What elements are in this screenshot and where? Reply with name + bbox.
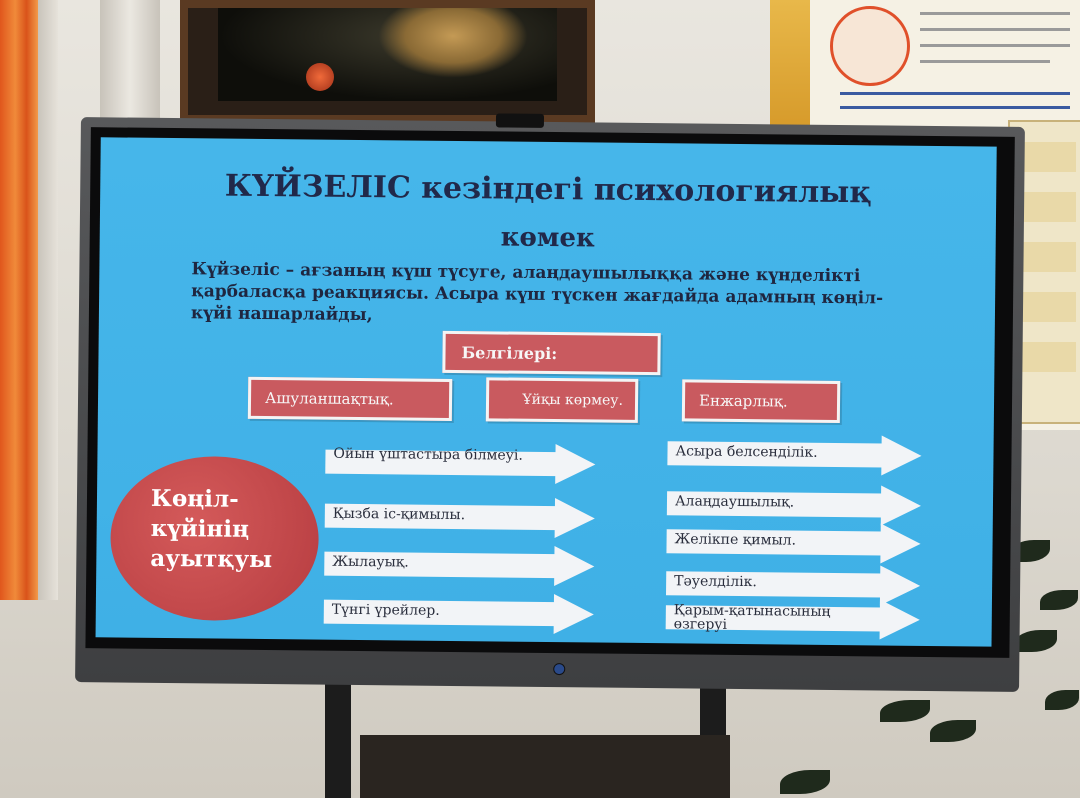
- arrow-item: Түнгі үрейлер.: [323, 592, 595, 635]
- arrow-item: Желікпе қимыл.: [666, 521, 921, 564]
- sign-box-insomnia: Ұйқы көрмеу.: [485, 377, 639, 423]
- sign-box-irritability: Ашуланшақтық.: [247, 376, 453, 421]
- sign-box-apathy: Енжарлық.: [681, 379, 841, 424]
- slide-screen: КҮЙЗЕЛІС кезіндегі психологиялық көмек К…: [95, 137, 997, 647]
- arrow-label: Тәуелділік.: [674, 573, 757, 591]
- arrow-label: Қызба іс-қимылы.: [332, 505, 466, 524]
- floor-cabinet: [360, 735, 730, 798]
- webcam: [495, 113, 545, 128]
- arrow-label: Жылауық.: [332, 553, 409, 571]
- plant-leaf: [930, 720, 976, 742]
- slide-intro: Күйзеліс – ағзаның күш түсуге, алаңдаушы…: [190, 259, 884, 326]
- interactive-display: КҮЙЗЕЛІС кезіндегі психологиялық көмек К…: [75, 113, 1025, 692]
- poster-row: [1016, 292, 1076, 322]
- poster-text-line: [920, 12, 1070, 15]
- mood-swings-circle: Көңіл-күйінің ауытқуы: [109, 455, 320, 622]
- poster-stripe: [770, 0, 810, 130]
- window-frame: [38, 0, 58, 600]
- red-sun: [306, 63, 334, 91]
- arrow-label: Ойын үштастыра білмеуі.: [333, 445, 523, 464]
- arrow-item: Алаңдаушылық.: [666, 483, 922, 526]
- plant-leaf: [1040, 590, 1078, 610]
- signs-label-box: Белгілері:: [442, 330, 661, 376]
- plant-leaf: [1045, 690, 1079, 710]
- arrow-item: Ойын үштастыра білмеуі.: [325, 442, 596, 485]
- poster-row: [1016, 142, 1076, 172]
- arrow-item: Асыра белсенділік.: [667, 433, 922, 476]
- poster-row: [1016, 242, 1076, 272]
- wall-pillar: [100, 0, 160, 130]
- poster-row: [1016, 342, 1076, 372]
- framed-painting: [180, 0, 595, 123]
- arrow-label: Алаңдаушылық.: [674, 493, 795, 511]
- painting-canvas: [218, 8, 557, 101]
- arrow-label: Қарым-қатынасының өзгеруі: [673, 602, 831, 633]
- plant-leaf: [1015, 630, 1057, 652]
- orange-curtain: [0, 0, 38, 600]
- power-indicator: [553, 663, 566, 676]
- arrow-label: Асыра белсенділік.: [675, 443, 818, 461]
- slide-title: КҮЙЗЕЛІС кезіндегі психологиялық: [224, 168, 872, 211]
- plant-leaf: [880, 700, 930, 722]
- slide-title-line2: көмек: [500, 222, 595, 254]
- poster-text-line: [840, 92, 1070, 95]
- poster-text-line: [920, 60, 1050, 63]
- poster-row: [1016, 192, 1076, 222]
- poster-text-line: [920, 44, 1070, 47]
- poster-text-line: [920, 28, 1070, 31]
- arrow-item: Қызба іс-қимылы.: [324, 496, 596, 539]
- arrow-label: Түнгі үрейлер.: [331, 601, 440, 619]
- stand-leg-left: [325, 680, 351, 798]
- teacher-illustration: [830, 6, 910, 86]
- arrow-item: Жылауық.: [324, 544, 595, 587]
- arrow-label: Желікпе қимыл.: [674, 531, 797, 549]
- eagle-figure: [378, 8, 528, 78]
- poster-text-line: [840, 106, 1070, 109]
- arrow-item: Қарым-қатынасының өзгеруі: [665, 597, 920, 640]
